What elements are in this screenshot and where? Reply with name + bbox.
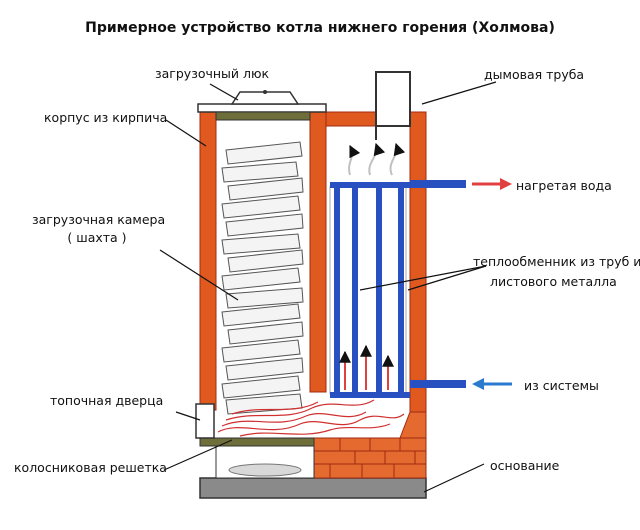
brick-wall-right (409, 111, 427, 413)
label-firebox-door: топочная дверца (50, 393, 164, 408)
label-brick-body: корпус из кирпича (44, 110, 168, 125)
label-loading-hatch: загрузочный люк (155, 66, 270, 81)
brick-top (325, 111, 377, 127)
grate (199, 437, 315, 447)
brick-wall-left (199, 111, 217, 411)
firebox-door (195, 403, 215, 439)
label-chimney: дымовая труба (484, 67, 585, 82)
leader-lines (159, 81, 497, 493)
hot-water-arrow (472, 178, 512, 190)
cold-water-arrow (472, 378, 512, 390)
label-base: основание (490, 458, 560, 473)
label-heat-exchanger-metal: листового металла (490, 274, 617, 289)
firewood-stack (221, 141, 304, 415)
chimney (375, 71, 411, 140)
heat-exchanger (329, 180, 466, 398)
base-plate (199, 477, 427, 499)
hot-gas-arrows (339, 344, 394, 390)
flames (217, 399, 405, 437)
label-grate: колосниковая решетка (14, 460, 167, 475)
brick-wall-middle (309, 111, 327, 393)
brick-base (313, 411, 427, 479)
label-from-system: из системы (524, 378, 599, 393)
label-loading-chamber: загрузочная камера (32, 212, 166, 227)
smoke-arrows (348, 142, 406, 176)
label-heat-exchanger: теплообменник из труб и (473, 254, 640, 269)
label-hot-water: нагретая вода (516, 178, 612, 193)
ash-pit (215, 445, 315, 479)
label-loading-chamber-shaft: ( шахта ) (67, 230, 127, 245)
diagram-title: Примерное устройство котла нижнего горен… (85, 20, 555, 36)
loading-hatch (197, 90, 327, 121)
